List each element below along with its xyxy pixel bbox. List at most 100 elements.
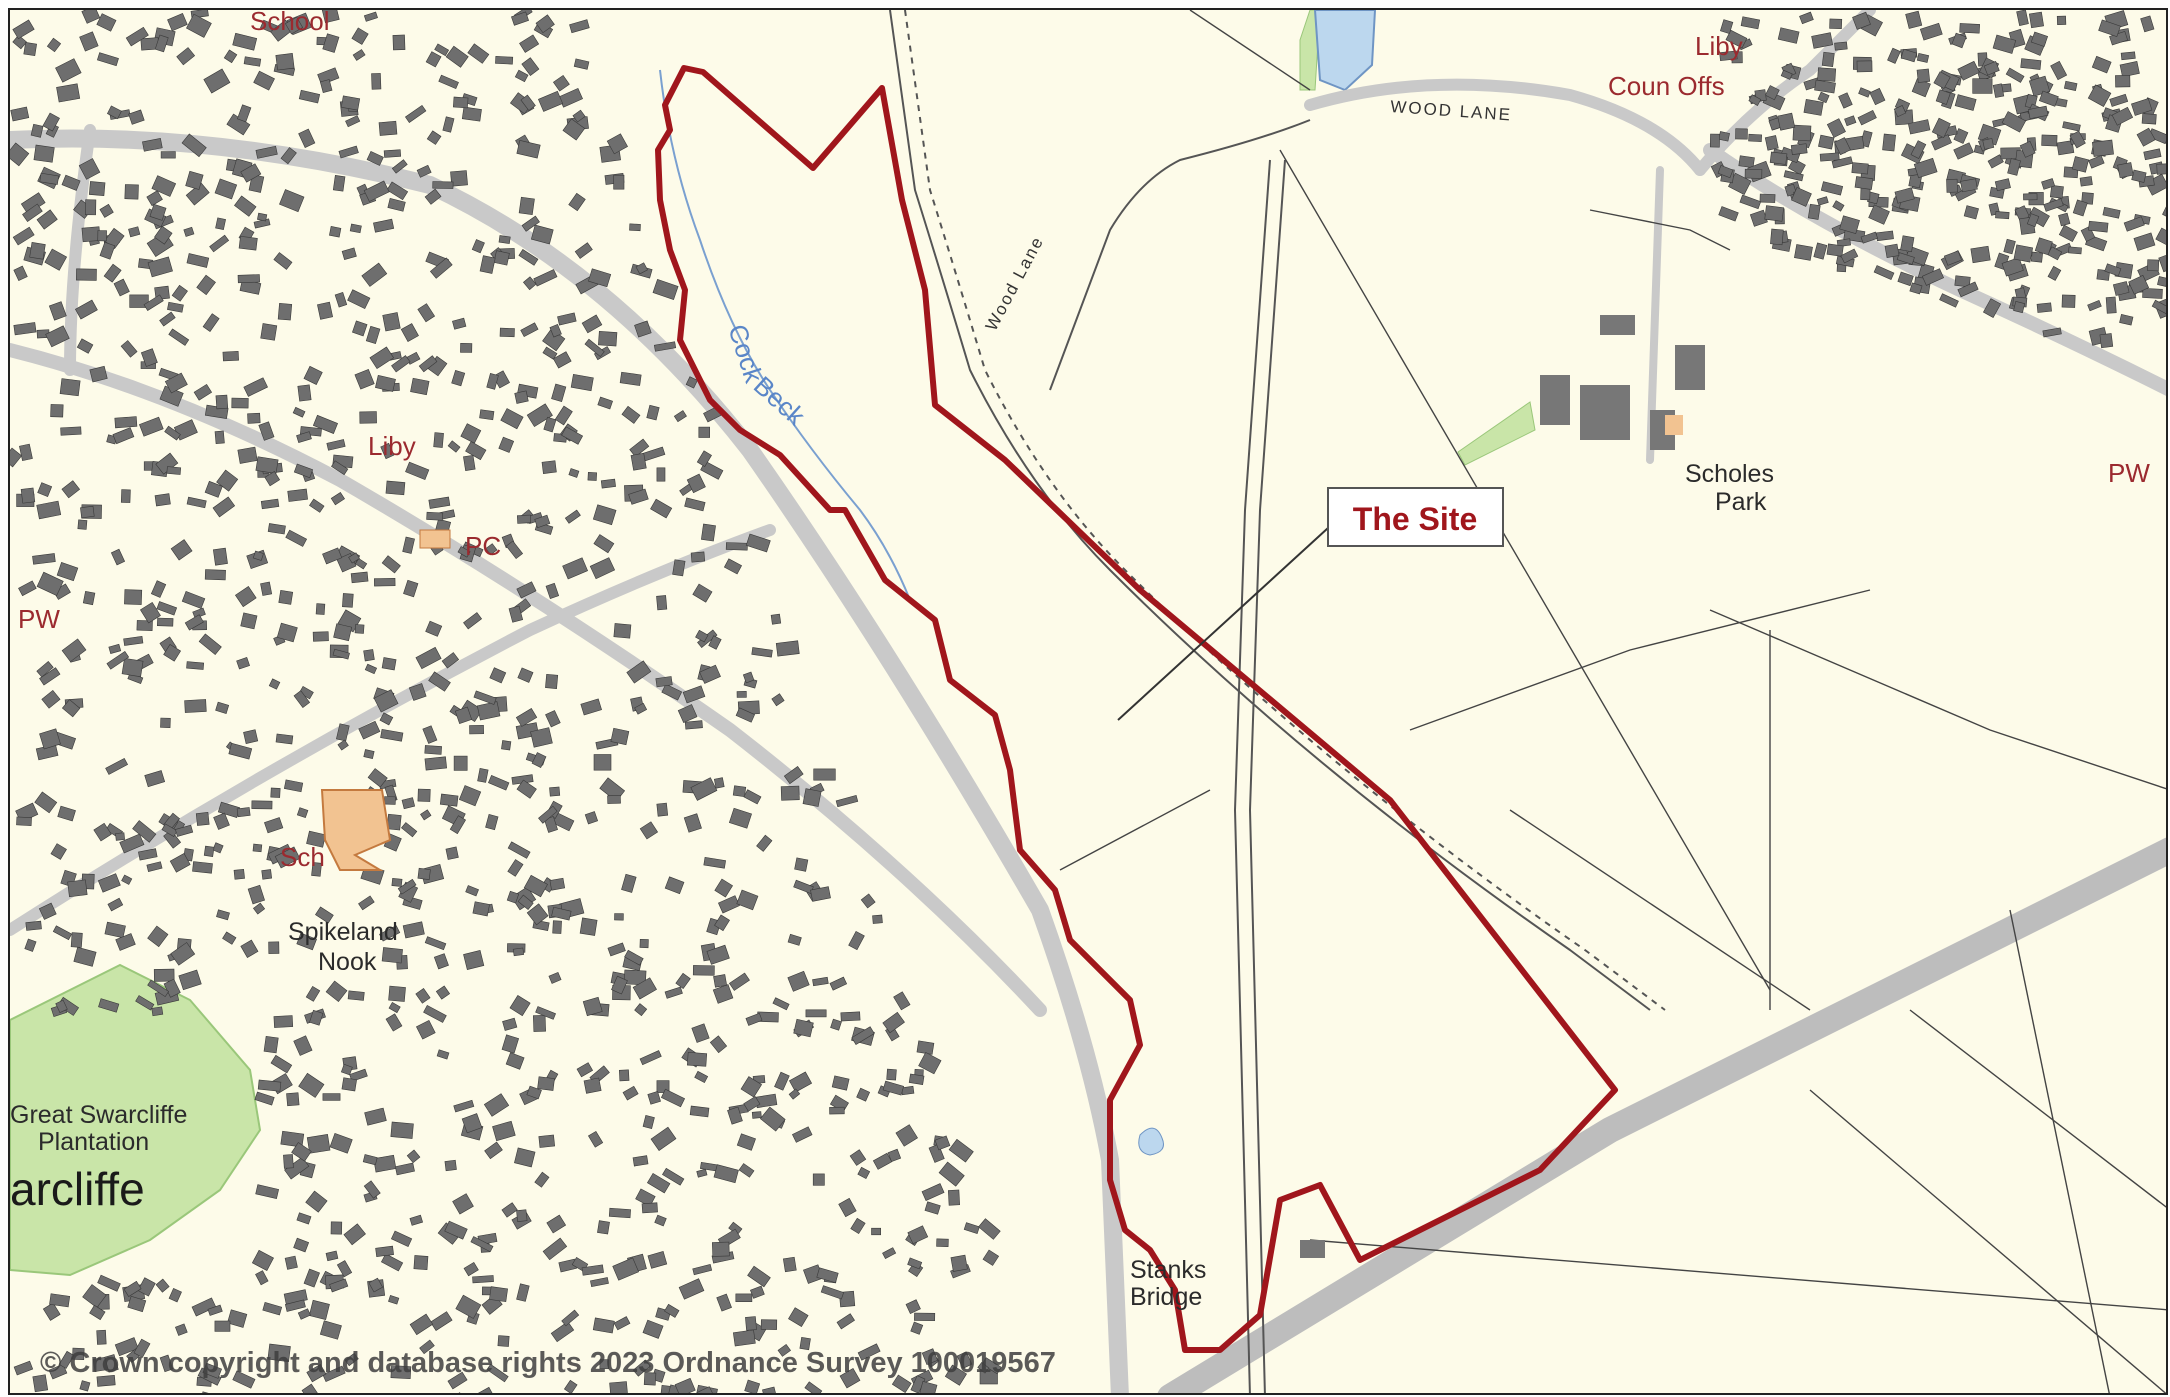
building	[254, 1091, 275, 1106]
building	[332, 648, 350, 660]
building	[592, 504, 617, 526]
building	[330, 1221, 343, 1235]
building	[153, 225, 173, 245]
building	[128, 109, 145, 125]
building	[124, 589, 143, 605]
scholes-building-1	[1540, 375, 1570, 425]
wood-lane-road	[1304, 78, 1706, 176]
building	[934, 1135, 951, 1151]
building	[385, 1013, 403, 1032]
building	[403, 579, 419, 598]
building	[97, 1274, 121, 1292]
building	[713, 974, 728, 988]
building	[467, 43, 490, 64]
building	[451, 1392, 473, 1393]
building	[138, 848, 158, 861]
building	[599, 1359, 610, 1370]
ordnance-survey-map[interactable]: The Site School Liby Coun Offs PW Liby P…	[10, 10, 2168, 1395]
building	[563, 1379, 578, 1393]
building	[593, 754, 612, 771]
building	[1869, 87, 1886, 106]
building	[756, 834, 773, 852]
building	[1907, 119, 1931, 135]
lake	[1313, 10, 1377, 92]
building	[2043, 198, 2064, 212]
building	[498, 235, 511, 244]
building	[93, 822, 112, 842]
building	[363, 180, 390, 202]
building	[713, 1164, 739, 1184]
site-callout[interactable]: The Site	[1327, 487, 1504, 547]
building	[581, 1264, 604, 1276]
building	[115, 832, 125, 841]
building	[538, 1134, 556, 1148]
building	[460, 423, 482, 444]
building	[1792, 124, 1812, 142]
pond	[1138, 1127, 1164, 1156]
building	[770, 613, 782, 625]
building	[255, 456, 279, 474]
map-frame[interactable]: The Site School Liby Coun Offs PW Liby P…	[8, 8, 2168, 1395]
building	[425, 620, 443, 637]
building	[1839, 215, 1860, 234]
building	[444, 1159, 457, 1172]
building	[793, 1018, 814, 1038]
building	[151, 1006, 164, 1017]
building	[463, 1261, 479, 1277]
building	[58, 1350, 75, 1369]
building	[530, 224, 554, 245]
building	[121, 657, 144, 678]
building	[42, 1302, 61, 1321]
building	[160, 151, 176, 159]
building	[378, 120, 398, 136]
building	[359, 411, 377, 424]
building	[237, 446, 258, 464]
building	[2098, 19, 2121, 38]
building	[463, 949, 485, 971]
building	[312, 631, 329, 642]
building	[642, 1319, 664, 1339]
building	[186, 496, 207, 509]
building	[2027, 105, 2049, 120]
building	[202, 313, 220, 333]
building	[347, 289, 371, 310]
building	[683, 813, 702, 833]
site-boundary[interactable]	[655, 65, 1618, 1353]
building	[554, 405, 573, 426]
building	[662, 1167, 685, 1186]
building	[1995, 211, 2010, 220]
building	[2140, 15, 2155, 33]
building	[154, 493, 171, 507]
building	[247, 884, 265, 905]
building	[56, 83, 81, 103]
building	[301, 1383, 320, 1393]
building	[424, 756, 447, 771]
building	[415, 646, 442, 670]
building	[582, 996, 603, 1017]
building	[1777, 27, 1800, 44]
building	[535, 14, 555, 34]
building	[251, 1249, 274, 1271]
building	[326, 439, 346, 451]
building	[2001, 257, 2024, 277]
building	[2104, 263, 2122, 277]
building	[341, 1077, 357, 1092]
building	[568, 468, 580, 478]
building	[342, 593, 354, 608]
building	[149, 203, 167, 221]
building	[736, 691, 747, 698]
building	[150, 580, 167, 598]
building	[1893, 105, 1907, 118]
building	[10, 447, 23, 468]
building	[363, 1180, 381, 1199]
building	[363, 749, 375, 759]
building	[1719, 50, 1738, 61]
building	[296, 431, 312, 444]
building	[350, 571, 369, 584]
building	[2056, 15, 2067, 26]
building	[895, 1124, 918, 1147]
building	[373, 578, 396, 587]
building	[537, 1076, 555, 1091]
building	[32, 553, 56, 565]
building	[367, 768, 388, 788]
